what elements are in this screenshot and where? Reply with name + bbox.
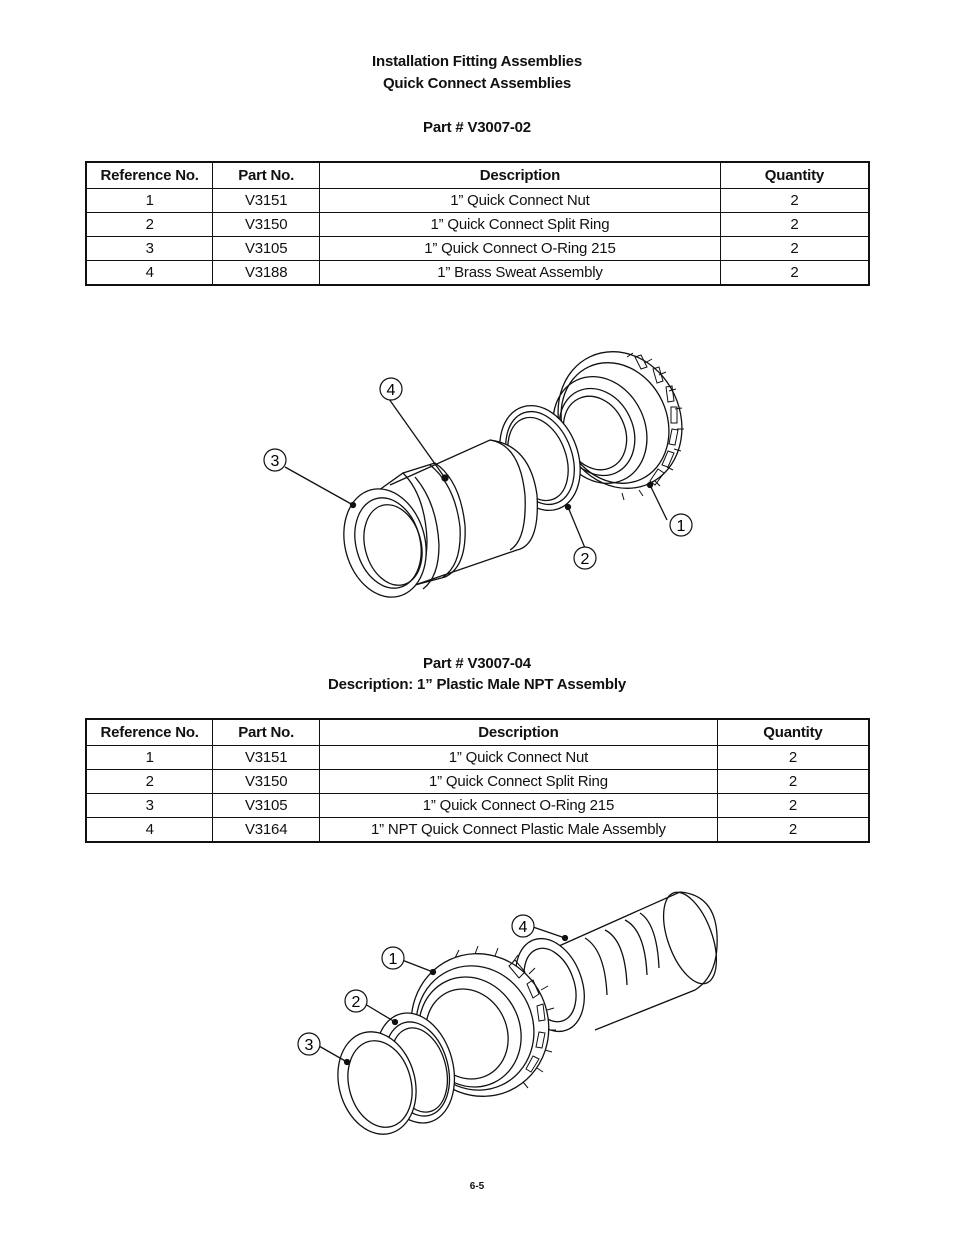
svg-text:2: 2 [581, 551, 590, 568]
cell-quantity: 2 [719, 212, 870, 237]
table-row: 1 V3151 1” Quick Connect Nut 2 [85, 745, 870, 770]
cell-description: 1” Quick Connect Split Ring [319, 212, 721, 237]
table-header-row: Reference No. Part No. Description Quant… [85, 161, 870, 189]
callout-2: 2 [344, 989, 368, 1013]
callout-3: 3 [297, 1032, 321, 1056]
description-heading-2: Description: 1” Plastic Male NPT Assembl… [327, 676, 626, 693]
svg-text:1: 1 [389, 951, 398, 968]
cell-part-no: V3151 [212, 745, 321, 770]
svg-text:4: 4 [519, 919, 528, 936]
doc-title: Installation Fitting Assemblies [372, 53, 582, 70]
callout-4: 4 [379, 377, 403, 401]
cell-quantity: 2 [719, 260, 870, 286]
cell-part-no: V3150 [212, 769, 321, 794]
column-header-quantity: Quantity [716, 718, 870, 746]
cell-description: 1” Quick Connect O-Ring 215 [319, 236, 721, 261]
cell-description: 1” Quick Connect Nut [319, 745, 718, 770]
column-header-description: Description [319, 718, 718, 746]
parts-table-1: Reference No. Part No. Description Quant… [85, 161, 870, 286]
svg-text:3: 3 [305, 1037, 314, 1054]
table-header-row: Reference No. Part No. Description Quant… [85, 718, 870, 746]
cell-description: 1” Quick Connect O-Ring 215 [319, 793, 718, 818]
cell-quantity: 2 [719, 188, 870, 213]
callout-4: 4 [511, 914, 535, 938]
cell-reference: 3 [85, 793, 214, 818]
column-header-part-no: Part No. [212, 161, 321, 189]
cell-quantity: 2 [716, 817, 870, 843]
cell-description: 1” Brass Sweat Assembly [319, 260, 721, 286]
cell-reference: 4 [85, 817, 214, 843]
cell-part-no: V3105 [212, 236, 321, 261]
cell-description: 1” Quick Connect Nut [319, 188, 721, 213]
cell-quantity: 2 [719, 236, 870, 261]
column-header-reference: Reference No. [85, 161, 214, 189]
table-row: 3 V3105 1” Quick Connect O-Ring 215 2 [85, 236, 870, 261]
cell-part-no: V3164 [212, 817, 321, 843]
cell-part-no: V3150 [212, 212, 321, 237]
cell-quantity: 2 [716, 769, 870, 794]
cell-reference: 1 [85, 188, 214, 213]
column-header-part-no: Part No. [212, 718, 321, 746]
table-row: 2 V3150 1” Quick Connect Split Ring 2 [85, 212, 870, 237]
page-number: 6-5 [469, 1181, 485, 1192]
table-row: 1 V3151 1” Quick Connect Nut 2 [85, 188, 870, 213]
table-row: 3 V3105 1” Quick Connect O-Ring 215 2 [85, 793, 870, 818]
part-number-heading-2: Part # V3007-04 [423, 655, 531, 672]
column-header-reference: Reference No. [85, 718, 214, 746]
cell-reference: 3 [85, 236, 214, 261]
table-row: 2 V3150 1” Quick Connect Split Ring 2 [85, 769, 870, 794]
part-number-heading-1: Part # V3007-02 [423, 119, 531, 136]
column-header-description: Description [319, 161, 721, 189]
o-ring-drawing [343, 488, 427, 598]
o-ring-drawing [337, 1031, 417, 1135]
cell-description: 1” Quick Connect Split Ring [319, 769, 718, 794]
cell-part-no: V3105 [212, 793, 321, 818]
cell-part-no: V3151 [212, 188, 321, 213]
cell-description: 1” NPT Quick Connect Plastic Male Assemb… [319, 817, 718, 843]
cell-part-no: V3188 [212, 260, 321, 286]
table-row: 4 V3164 1” NPT Quick Connect Plastic Mal… [85, 817, 870, 843]
svg-text:3: 3 [271, 453, 280, 470]
callout-1: 1 [669, 513, 693, 537]
cell-reference: 2 [85, 769, 214, 794]
doc-subtitle: Quick Connect Assemblies [382, 75, 572, 92]
exploded-view-diagram-2: 4 1 2 3 [297, 891, 718, 1135]
parts-table-2: Reference No. Part No. Description Quant… [85, 718, 870, 843]
callout-1: 1 [381, 946, 405, 970]
cell-reference: 4 [85, 260, 214, 286]
column-header-quantity: Quantity [719, 161, 870, 189]
cell-reference: 2 [85, 212, 214, 237]
quick-connect-nut-drawing [552, 351, 684, 501]
svg-text:1: 1 [677, 518, 686, 535]
svg-text:4: 4 [387, 382, 396, 399]
svg-text:2: 2 [352, 994, 361, 1011]
cell-quantity: 2 [716, 793, 870, 818]
callout-2: 2 [573, 546, 597, 570]
table-row: 4 V3188 1” Brass Sweat Assembly 2 [85, 260, 870, 286]
exploded-view-diagram-1: 4 3 1 2 [263, 351, 693, 598]
cell-reference: 1 [85, 745, 214, 770]
callout-3: 3 [263, 448, 287, 472]
cell-quantity: 2 [716, 745, 870, 770]
